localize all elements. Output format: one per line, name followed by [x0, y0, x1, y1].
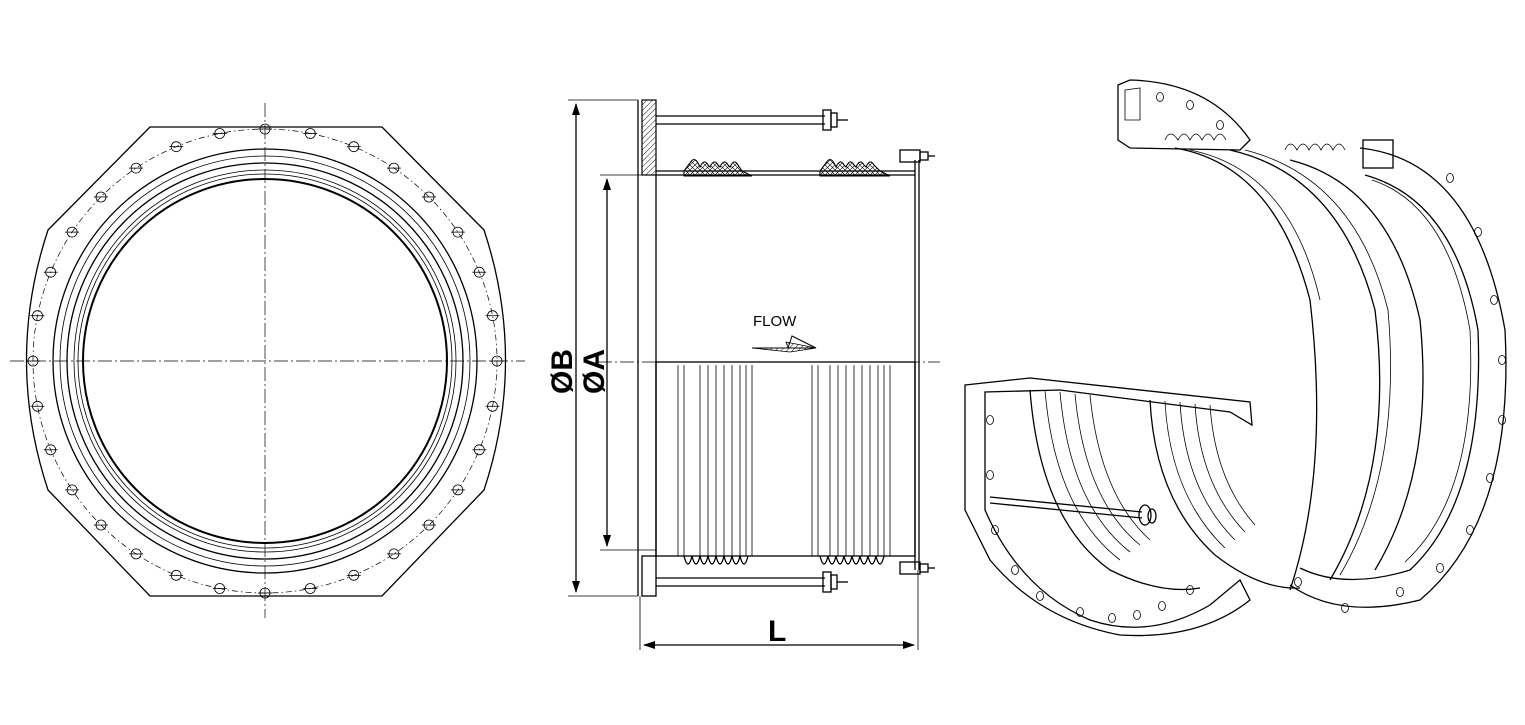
dim-a-label: ØA — [578, 349, 611, 394]
side-left-flange-lower — [641, 555, 657, 597]
iso-bolt-hole — [1036, 591, 1044, 601]
side-right-bracket-bottom — [899, 561, 921, 575]
iso-bolt-hole — [1133, 610, 1141, 620]
iso-back-flange-inner — [1299, 174, 1480, 581]
iso-bolt-hole — [1466, 525, 1474, 535]
tie-rod-nut-top — [822, 109, 832, 131]
iso-bolt-hole — [1156, 92, 1164, 102]
iso-bolt-hole — [991, 525, 999, 535]
iso-bolt-hole — [1490, 295, 1498, 305]
iso-bolt-hole — [1436, 563, 1444, 573]
iso-bolt-hole — [1498, 355, 1506, 365]
bellows-corrugations — [677, 365, 891, 556]
iso-front-flange — [964, 377, 1253, 637]
iso-bolt-hole — [1396, 587, 1404, 597]
dim-b-label: ØB — [546, 349, 579, 394]
iso-bolt-hole — [986, 470, 994, 480]
iso-bolt-hole — [1486, 473, 1494, 483]
bellows-section-1 — [683, 158, 753, 177]
iso-bolt-hole — [1498, 415, 1506, 425]
bellows-section-2 — [819, 158, 891, 177]
isometric-view — [964, 79, 1507, 637]
front-flange-outline — [25, 126, 507, 597]
iso-bolt-hole — [1446, 173, 1454, 183]
side-left-flange-hatch — [641, 99, 657, 176]
iso-bolt-hole — [1341, 603, 1349, 613]
iso-bolt-hole — [1011, 565, 1019, 575]
front-view — [10, 103, 525, 618]
dim-l-label: L — [768, 615, 786, 648]
side-right-bracket-top — [899, 149, 921, 163]
iso-bolt-hole — [1076, 607, 1084, 617]
iso-bolt-hole — [1158, 601, 1166, 611]
iso-bolt-hole — [1186, 100, 1194, 110]
iso-bolt-holes — [986, 92, 1506, 623]
front-bolt-holes — [26, 123, 504, 599]
tie-rod-nut-bottom — [822, 571, 832, 593]
iso-top-flange — [1117, 79, 1251, 151]
flow-label: FLOW — [753, 313, 797, 330]
iso-bolt-hole — [1186, 585, 1194, 595]
iso-bolt-hole — [1474, 227, 1482, 237]
iso-back-flange-outer — [1289, 147, 1507, 608]
iso-bolt-hole — [1108, 613, 1116, 623]
side-view: FLOW ØB ØA L — [546, 99, 940, 650]
iso-bolt-hole — [1216, 120, 1224, 130]
iso-bolt-hole — [1294, 577, 1302, 587]
iso-bolt-hole — [986, 415, 994, 425]
